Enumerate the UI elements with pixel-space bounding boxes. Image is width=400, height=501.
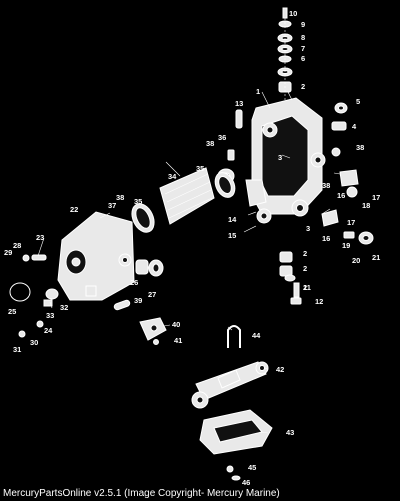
- callout-6: 6: [301, 54, 305, 63]
- left-side-parts: [9, 254, 164, 338]
- callout-11: 11: [303, 283, 311, 292]
- callout-26: 26: [130, 278, 138, 287]
- exhaust-bellows: [131, 167, 236, 233]
- callout-32: 32: [60, 303, 68, 312]
- callout-13: 13: [235, 99, 243, 108]
- shield-plate: [199, 409, 273, 455]
- callout-27: 27: [148, 290, 156, 299]
- callout-37: 37: [108, 201, 116, 210]
- callout-2a: 2: [301, 82, 305, 91]
- callout-46: 46: [242, 478, 250, 487]
- callout-4: 4: [352, 122, 357, 131]
- callout-2c: 2: [303, 264, 307, 273]
- callout-17b: 17: [347, 218, 355, 227]
- callout-9: 9: [301, 20, 305, 29]
- callout-2d: 2: [303, 283, 307, 292]
- bell-housing: [57, 211, 135, 301]
- callout-45: 45: [248, 463, 256, 472]
- callout-12: 12: [315, 297, 323, 306]
- callout-3a: 3: [278, 153, 282, 162]
- callout-35b: 35: [134, 197, 142, 206]
- callout-17a: 17: [372, 193, 380, 202]
- shift-cylinder-assembly: [191, 361, 269, 409]
- callout-38a: 38: [356, 143, 364, 152]
- callout-38d: 38: [116, 193, 124, 202]
- callout-1: 1: [256, 87, 260, 96]
- callout-15: 15: [228, 231, 236, 240]
- callout-34: 34: [168, 172, 177, 181]
- callout-28: 28: [13, 241, 21, 250]
- callout-40: 40: [172, 320, 180, 329]
- callout-35a: 35: [196, 164, 204, 173]
- callout-44: 44: [252, 331, 261, 340]
- top-stack-parts: [277, 7, 293, 100]
- callout-2b: 2: [303, 249, 307, 258]
- callout-3b: 3: [306, 224, 310, 233]
- callout-20: 20: [352, 256, 360, 265]
- callout-36: 36: [218, 133, 226, 142]
- callout-21: 21: [372, 253, 380, 262]
- right-side-parts: [321, 102, 374, 245]
- callout-24: 24: [44, 326, 53, 335]
- callout-25: 25: [8, 307, 16, 316]
- callout-23: 23: [36, 233, 44, 242]
- callout-18: 18: [362, 201, 370, 210]
- callout-19: 19: [342, 241, 350, 250]
- callout-29: 29: [4, 248, 12, 257]
- callout-10: 10: [289, 9, 297, 18]
- bottom-fasteners: [226, 465, 241, 481]
- callout-38c: 38: [322, 181, 330, 190]
- callout-31: 31: [13, 345, 21, 354]
- callout-5: 5: [356, 97, 360, 106]
- callout-labels: 10 9 8 7 6 5 2 1 4 38 13 38 36 3 35 34 3…: [4, 9, 380, 487]
- callout-41: 41: [174, 336, 182, 345]
- copyright-footer: MercuryPartsOnline v2.5.1 (Image Copyrig…: [3, 488, 280, 499]
- callout-38b: 38: [206, 139, 214, 148]
- callout-30: 30: [30, 338, 38, 347]
- callout-43: 43: [286, 428, 294, 437]
- callout-22: 22: [70, 205, 78, 214]
- cover-plate: [139, 317, 167, 345]
- callout-33: 33: [46, 311, 54, 320]
- callout-8: 8: [301, 33, 305, 42]
- callout-7: 7: [301, 44, 305, 53]
- leader-lines: [37, 91, 341, 434]
- callout-16b: 16: [322, 234, 330, 243]
- spring-clip: [227, 325, 241, 348]
- callout-14: 14: [228, 215, 237, 224]
- callout-42: 42: [276, 365, 284, 374]
- lower-center-stack: [279, 251, 302, 305]
- callout-16a: 16: [337, 191, 345, 200]
- callout-39: 39: [134, 296, 142, 305]
